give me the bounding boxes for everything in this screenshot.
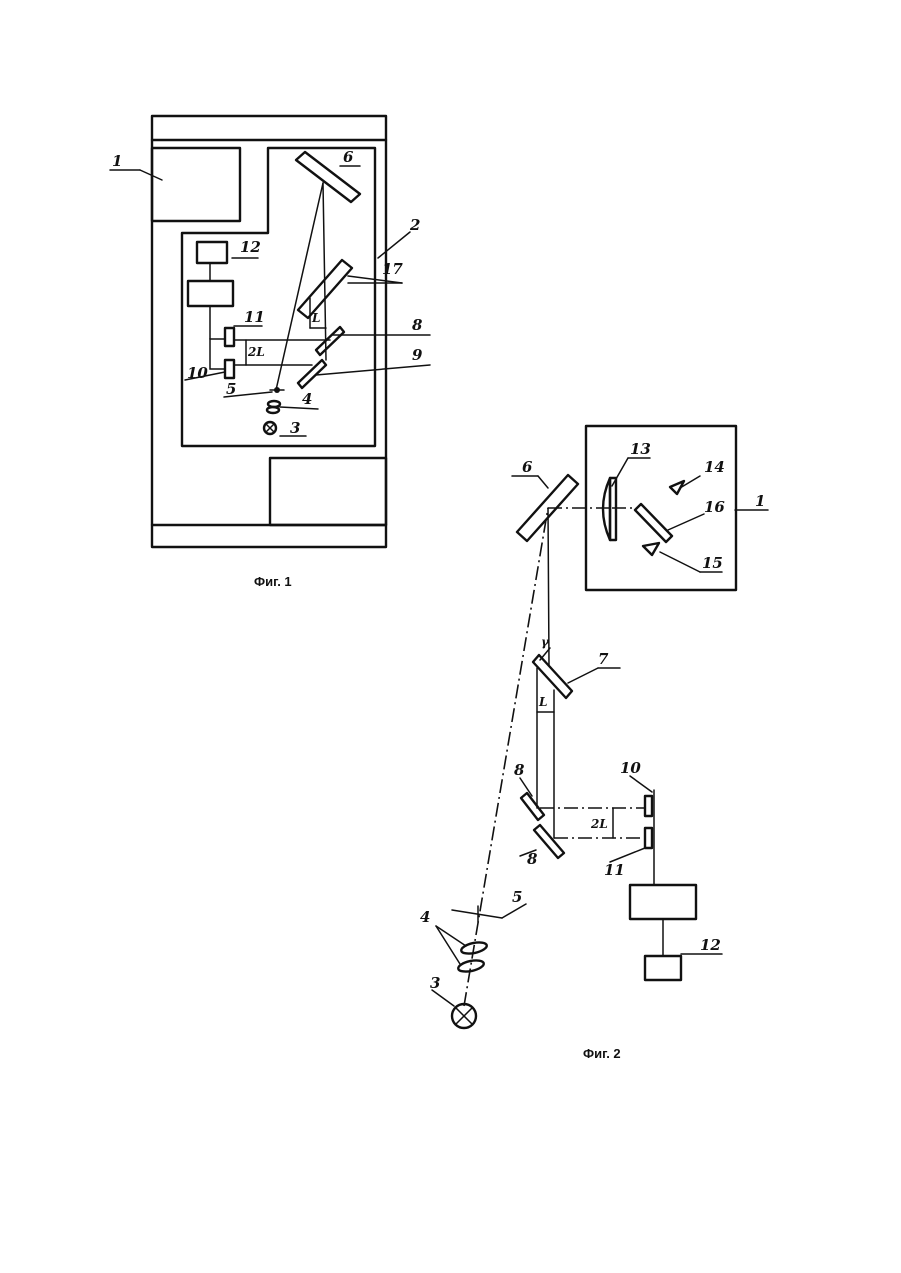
fig2-leader-4b <box>436 926 460 964</box>
fig2-leader-4a <box>436 926 466 946</box>
fig2-label-15: 15 <box>702 554 723 572</box>
fig2-label-2L: 2L <box>590 817 608 831</box>
fig2-label-12: 12 <box>700 936 721 954</box>
fig1-detector-10 <box>225 360 234 378</box>
fig2-label-16: 16 <box>704 498 725 516</box>
fig2-label-11: 11 <box>604 861 625 879</box>
fig1-detector-wiring <box>210 339 225 369</box>
fig2-leader-5 <box>502 904 526 918</box>
fig1-caption: Фиг. 1 <box>254 574 292 589</box>
fig1-block-1 <box>152 148 240 221</box>
fig2-mirror-8b <box>534 825 564 858</box>
fig2-label-3: 3 <box>430 974 440 992</box>
fig2-leader-6b <box>538 476 548 488</box>
fig2-label-4: 4 <box>420 908 430 926</box>
fig1-beam-incident <box>276 183 323 390</box>
fig2-label-1: 1 <box>755 492 765 510</box>
fig1-label-3: 3 <box>290 419 300 437</box>
fig1-electronics-unit <box>188 281 233 306</box>
figure-2: 6 13 14 16 1 15 7 8 8 10 11 12 5 4 3 γ L… <box>420 426 768 1061</box>
fig1-label-10: 10 <box>187 364 208 382</box>
fig1-label-12: 12 <box>240 238 261 256</box>
fig2-label-13: 13 <box>630 440 651 458</box>
fig2-label-14: 14 <box>704 458 725 476</box>
fig1-leader-9 <box>316 365 430 375</box>
fig2-incident-beam <box>464 508 548 1006</box>
fig1-label-11: 11 <box>244 308 265 326</box>
fig2-leader-3 <box>432 990 454 1006</box>
fig1-label-4: 4 <box>302 390 312 408</box>
fig2-lens-4b <box>457 958 485 973</box>
fig2-leader-16 <box>668 514 704 530</box>
fig1-label-L: L <box>311 311 320 325</box>
fig2-label-gamma: γ <box>541 635 550 649</box>
fig2-lens-13-plate <box>610 478 616 540</box>
fig1-bottom-right-block <box>270 458 386 525</box>
fig1-label-2: 2 <box>409 216 420 234</box>
fig2-mirror-7 <box>533 655 572 698</box>
fig2-label-8a: 8 <box>514 761 525 779</box>
fig1-lens-4b <box>267 407 279 413</box>
fig2-label-6: 6 <box>522 458 533 476</box>
fig2-leader-13b <box>612 458 628 486</box>
fig1-leader-2 <box>378 232 410 258</box>
fig1-label-6: 6 <box>343 148 354 166</box>
fig1-label-8: 8 <box>412 316 423 334</box>
fig2-detector-10 <box>645 796 652 816</box>
fig1-label-1: 1 <box>112 152 122 170</box>
fig2-detector-15 <box>643 543 659 555</box>
fig2-block-12 <box>645 956 681 980</box>
fig2-mirror-8a <box>521 793 544 820</box>
fig2-diaphragm-5 <box>452 910 502 918</box>
fig1-block-12 <box>197 242 227 263</box>
fig2-label-7: 7 <box>598 650 609 668</box>
fig2-caption: Фиг. 2 <box>583 1046 621 1061</box>
fig1-label-5: 5 <box>226 380 236 398</box>
fig2-label-10: 10 <box>620 759 641 777</box>
fig1-label-2L: 2L <box>247 345 265 359</box>
fig2-label-8b: 8 <box>527 850 538 868</box>
fig2-leader-15a <box>660 552 700 572</box>
fig2-label-L: L <box>538 695 547 709</box>
fig1-detector-11 <box>225 328 234 346</box>
fig2-leader-11 <box>610 848 645 862</box>
fig2-detector-11 <box>645 828 652 848</box>
figure-1: 1 2 6 12 11 17 8 9 5 4 3 10 L 2L Фиг. 1 <box>110 116 430 589</box>
fig2-label-5: 5 <box>512 888 522 906</box>
fig1-mirror-8 <box>316 327 344 355</box>
fig1-label-17: 17 <box>382 260 403 278</box>
fig1-beam-reflected <box>323 183 326 360</box>
fig2-electronics-unit <box>630 885 696 919</box>
fig1-label-9: 9 <box>412 346 423 364</box>
fig2-leader-10 <box>630 776 652 792</box>
fig2-leader-7a <box>568 668 598 683</box>
fig2-element-16 <box>635 504 672 542</box>
